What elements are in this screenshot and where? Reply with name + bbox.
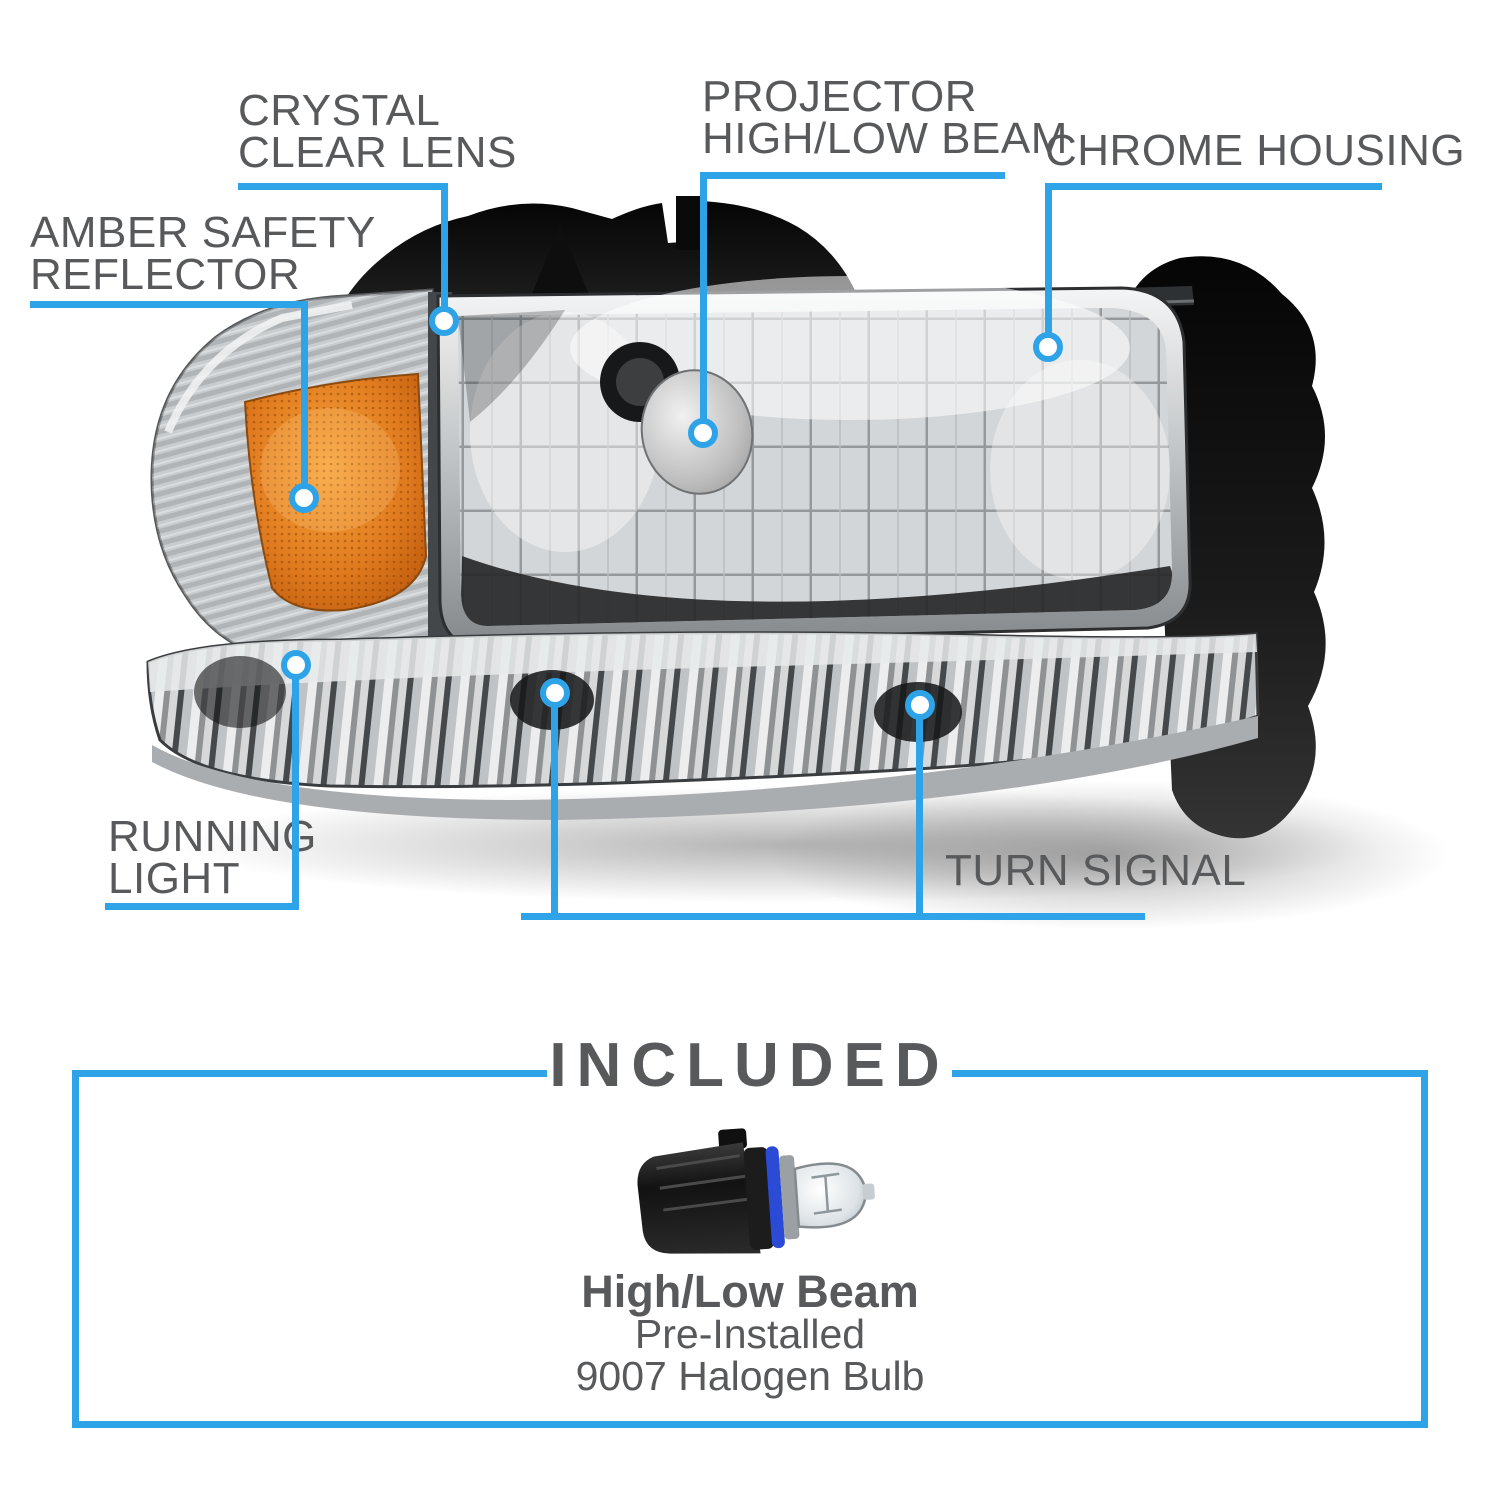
leader-line bbox=[521, 913, 1145, 920]
leader-line bbox=[105, 903, 299, 910]
amber-reflector-label: AMBER SAFETY REFLECTOR bbox=[30, 208, 376, 299]
callout-dot bbox=[688, 418, 718, 448]
leader-line bbox=[916, 716, 923, 920]
bulb-caption: High/Low Beam Pre-Installed 9007 Halogen… bbox=[72, 1266, 1428, 1399]
corner-lens bbox=[150, 288, 442, 664]
leader-line bbox=[30, 301, 308, 308]
turn-signal-label: TURN SIGNAL bbox=[945, 846, 1247, 895]
projector-label: PROJECTOR HIGH/LOW BEAM bbox=[702, 72, 1068, 163]
bulb-line3: 9007 Halogen Bulb bbox=[575, 1353, 925, 1399]
included-title: INCLUDED bbox=[549, 1031, 950, 1100]
leader-line bbox=[1045, 183, 1382, 190]
leader-line bbox=[700, 172, 707, 422]
halogen-bulb-image bbox=[637, 1128, 875, 1254]
callout-dot bbox=[289, 483, 319, 513]
leader-line bbox=[551, 704, 558, 920]
leader-line bbox=[301, 301, 308, 486]
callout-dot bbox=[429, 306, 459, 336]
bulb-line2: Pre-Installed bbox=[634, 1311, 866, 1357]
bulb-blue-oring bbox=[765, 1146, 785, 1249]
leader-line bbox=[1045, 183, 1052, 335]
chrome-housing-label: CHROME HOUSING bbox=[1045, 126, 1466, 175]
included-box-top-left bbox=[72, 1070, 547, 1077]
bar-chrome-lip bbox=[152, 716, 1258, 820]
leader-line bbox=[700, 172, 1005, 179]
bulb-name: High/Low Beam bbox=[581, 1266, 919, 1317]
main-housing bbox=[436, 276, 1192, 646]
included-box-top-right bbox=[952, 1070, 1428, 1077]
leader-line bbox=[441, 183, 448, 313]
included-box bbox=[72, 1070, 1428, 1428]
callout-dot bbox=[1033, 332, 1063, 362]
crystal-clear-lens-label: CRYSTAL CLEAR LENS bbox=[238, 86, 517, 177]
leader-line bbox=[292, 676, 299, 910]
running-light-label: RUNNING LIGHT bbox=[108, 812, 317, 903]
leader-line bbox=[238, 183, 448, 190]
